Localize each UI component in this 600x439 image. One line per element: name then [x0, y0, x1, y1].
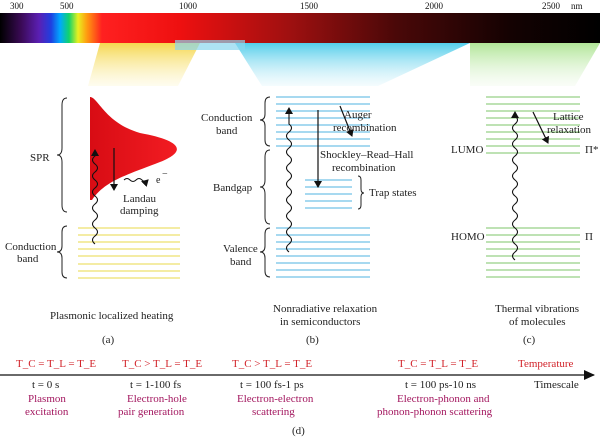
- process-2-line-1: Electron-hole: [127, 393, 187, 405]
- process-1-line-2: excitation: [25, 406, 69, 418]
- cond-label-a-1: Conduction: [5, 241, 57, 253]
- temp-condition-2: T_C > T_L = T_E: [122, 358, 202, 370]
- temp-condition-4: T_C = T_L = T_E: [398, 358, 478, 370]
- auger-arrow: [339, 105, 354, 137]
- letter-d: (d): [292, 425, 305, 437]
- process-4-line-2: phonon-phonon scattering: [377, 406, 493, 418]
- bandgap-label: Bandgap: [213, 182, 253, 194]
- temperature-label: Temperature: [518, 358, 574, 370]
- valence-label-2: band: [230, 256, 252, 268]
- lattice-label-2: relaxation: [547, 124, 591, 136]
- fan-panel-c: [470, 43, 600, 86]
- panel-c: Lattice relaxation LUMO Π* HOMO Π Therma…: [451, 96, 598, 346]
- tick-2000: 2000: [425, 1, 444, 11]
- cond-label-b-1: Conduction: [201, 112, 253, 124]
- trap-state-levels: [305, 179, 352, 209]
- tick-500: 500: [60, 1, 74, 11]
- caption-a: Plasmonic localized heating: [50, 310, 174, 322]
- pi-star-label: Π*: [585, 144, 598, 156]
- trap-label: Trap states: [369, 187, 417, 199]
- auger-label-1: Auger: [344, 109, 372, 121]
- tick-2500: 2500: [542, 1, 561, 11]
- homo-label: HOMO: [451, 231, 485, 243]
- timescale-label: Timescale: [534, 379, 579, 391]
- conduction-levels-yellow: [78, 227, 180, 279]
- caption-c-1: Thermal vibrations: [495, 303, 579, 315]
- process-1-line-1: Plasmon: [28, 393, 66, 405]
- lattice-label-1: Lattice: [553, 111, 584, 123]
- unit-nm: nm: [571, 1, 583, 11]
- tick-300: 300: [10, 1, 24, 11]
- panel-d-timeline: T_C = T_L = T_E T_C > T_L = T_E T_C > T_…: [0, 358, 595, 437]
- spectrum-scale: 300 500 1000 1500 2000 2500 nm: [10, 1, 583, 11]
- lattice-relax-arrow: [532, 111, 549, 144]
- tick-1500: 1500: [300, 1, 319, 11]
- excitation-wave-arrow-c: [511, 111, 519, 261]
- srh-label-2: recombination: [332, 162, 396, 174]
- conduction-brace-b: [259, 96, 271, 147]
- excitation-wave-arrow-b: [285, 107, 293, 253]
- caption-b-1: Nonradiative relaxation: [273, 303, 378, 315]
- excitation-wave-arrow: [91, 149, 99, 245]
- time-2: t = 1-100 fs: [130, 379, 181, 391]
- lumo-levels-green: [486, 96, 580, 154]
- process-4-line-1: Electron-phonon and: [397, 393, 490, 405]
- letter-b: (b): [306, 334, 319, 346]
- valence-levels-blue: [276, 227, 370, 278]
- electron-emission-wave: [123, 178, 149, 188]
- cond-label-a-2: band: [17, 253, 39, 265]
- caption-c-2: of molecules: [509, 316, 566, 328]
- temp-condition-3: T_C > T_L = T_E: [232, 358, 312, 370]
- electron-sup: −: [162, 169, 168, 180]
- panel-a: SPR Conduction band e − Landau damping P…: [5, 97, 180, 346]
- lumo-label: LUMO: [451, 144, 483, 156]
- electron-label: e: [156, 175, 161, 186]
- valence-label-1: Valence: [223, 243, 258, 255]
- valence-brace: [259, 227, 271, 278]
- time-3: t = 100 fs-1 ps: [240, 379, 304, 391]
- pi-label: Π: [585, 231, 593, 243]
- conduction-brace-a: [56, 225, 68, 279]
- bandgap-brace: [259, 149, 271, 225]
- temp-condition-1: T_C = T_L = T_E: [16, 358, 96, 370]
- process-3-line-2: scattering: [252, 406, 295, 418]
- letter-c: (c): [523, 334, 536, 346]
- trap-brace: [357, 175, 365, 210]
- fan-panel-a: [88, 43, 200, 86]
- caption-b-2: in semiconductors: [280, 316, 360, 328]
- process-2-line-2: pair generation: [118, 406, 185, 418]
- auger-label-2: recombination: [333, 122, 397, 134]
- landau-label-2: damping: [120, 205, 159, 217]
- panel-b: Conduction band Bandgap Valence band Tra…: [201, 96, 417, 346]
- cond-label-b-2: band: [216, 125, 238, 137]
- spr-label: SPR: [30, 152, 50, 164]
- spectrum-highlight: [175, 40, 245, 50]
- fan-panel-b: [235, 43, 470, 86]
- landau-label-1: Landau: [123, 193, 156, 205]
- spr-distribution: [90, 97, 177, 200]
- tick-1000: 1000: [179, 1, 198, 11]
- homo-levels-green: [486, 227, 580, 278]
- srh-label-1: Shockley–Read–Hall: [320, 149, 413, 161]
- spectrum-bar: [0, 13, 600, 43]
- time-1: t = 0 s: [32, 379, 59, 391]
- spr-brace: [56, 97, 68, 213]
- process-3-line-1: Electron-electron: [237, 393, 314, 405]
- time-4: t = 100 ps-10 ns: [405, 379, 476, 391]
- letter-a: (a): [102, 334, 115, 346]
